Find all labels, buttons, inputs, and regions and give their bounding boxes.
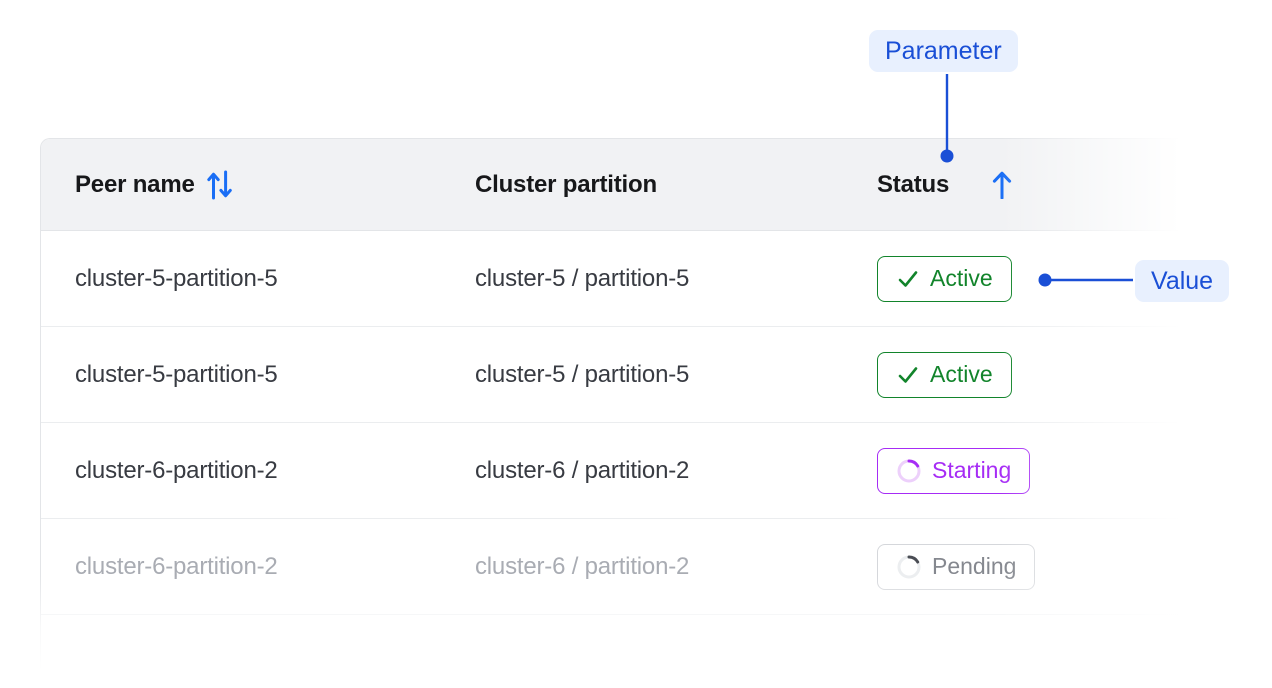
status-badge-label: Active [930,265,993,291]
table-row[interactable]: cluster-6-partition-2 cluster-6 / partit… [41,519,1229,615]
check-icon [896,267,920,291]
cell-peer-name: cluster-5-partition-5 [75,360,278,388]
table-row[interactable]: cluster-6-partition-2 cluster-6 / partit… [41,423,1229,519]
column-header-cluster-partition[interactable]: Cluster partition [475,171,877,199]
status-badge-label: Pending [932,553,1017,579]
column-header-peer-name-label: Peer name [75,170,195,198]
status-badge-active: Active [877,255,1012,302]
cell-status: Active [877,351,1207,398]
cell-cluster-partition: cluster-6 / partition-2 [475,552,690,580]
cell-status: Active [877,255,1207,302]
column-header-peer-name[interactable]: Peer name [75,170,475,200]
annotation-value: Value [1135,260,1230,302]
cell-cluster-partition: cluster-5 / partition-5 [475,360,690,388]
column-header-status[interactable]: Status [877,171,1207,199]
table-row[interactable]: cluster-5-partition-5 cluster-5 / partit… [41,231,1229,327]
column-header-status-label: Status [877,170,950,198]
cell-peer-name: cluster-6-partition-2 [75,456,278,484]
column-header-cluster-partition-label: Cluster partition [475,170,657,198]
cell-status: Pending [877,543,1207,590]
status-badge-active: Active [877,351,1012,398]
spinner-icon [896,458,922,484]
table-row[interactable] [41,615,1229,678]
status-badge-label: Active [930,361,993,387]
sort-up-icon[interactable] [991,171,1013,199]
check-icon [896,363,920,387]
peers-table-card: Peer name Cluster partition Status [40,138,1230,678]
cell-cluster-partition: cluster-5 / partition-5 [475,264,690,292]
status-badge-label: Starting [932,457,1012,483]
table-header-row: Peer name Cluster partition Status [41,139,1229,231]
sort-up-down-icon[interactable] [206,170,233,200]
cell-peer-name: cluster-6-partition-2 [75,552,278,580]
status-badge-starting: Starting [877,447,1031,494]
status-badge-pending: Pending [877,543,1036,590]
cell-cluster-partition: cluster-6 / partition-2 [475,456,690,484]
annotation-parameter: Parameter [869,30,1018,72]
table-row[interactable]: cluster-5-partition-5 cluster-5 / partit… [41,327,1229,423]
spinner-icon [896,554,922,580]
cell-status: Starting [877,447,1207,494]
cell-peer-name: cluster-5-partition-5 [75,264,278,292]
